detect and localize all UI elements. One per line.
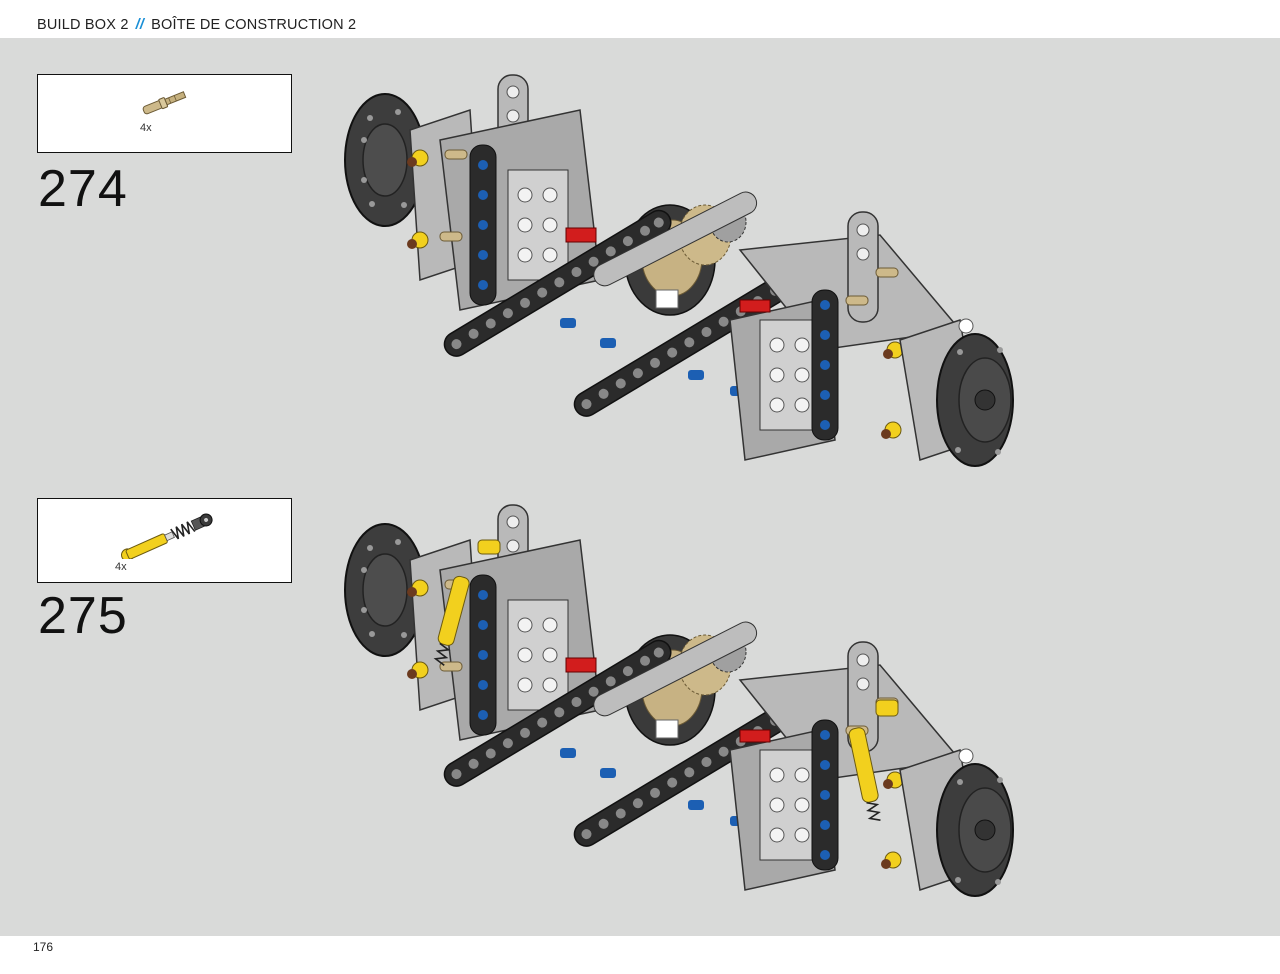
build-box-label-fr: BOÎTE DE CONSTRUCTION 2 [151, 17, 357, 33]
page-number: 176 [33, 940, 54, 954]
parts-callout-274: 4x [37, 74, 292, 153]
instruction-page [0, 38, 1280, 936]
assembly-illustration-274 [0, 0, 1280, 490]
step-number-274: 274 [38, 160, 128, 218]
part-quantity: 4x [140, 122, 152, 134]
step-number-275: 275 [38, 587, 128, 645]
tan-axle-pin-icon [142, 91, 187, 115]
page-footer [0, 936, 1280, 974]
build-box-label: BUILD BOX 2 [37, 17, 129, 33]
part-quantity: 4x [115, 561, 127, 573]
header-separator: // [135, 17, 145, 33]
assembly-illustration-275 [0, 430, 1280, 930]
yellow-shock-absorber-icon [121, 513, 213, 559]
page-header: BUILD BOX 2 // BOÎTE DE CONSTRUCTION 2 [0, 0, 1280, 38]
header-title: BUILD BOX 2 // BOÎTE DE CONSTRUCTION 2 [37, 17, 356, 33]
parts-callout-275: 4x [37, 498, 292, 583]
